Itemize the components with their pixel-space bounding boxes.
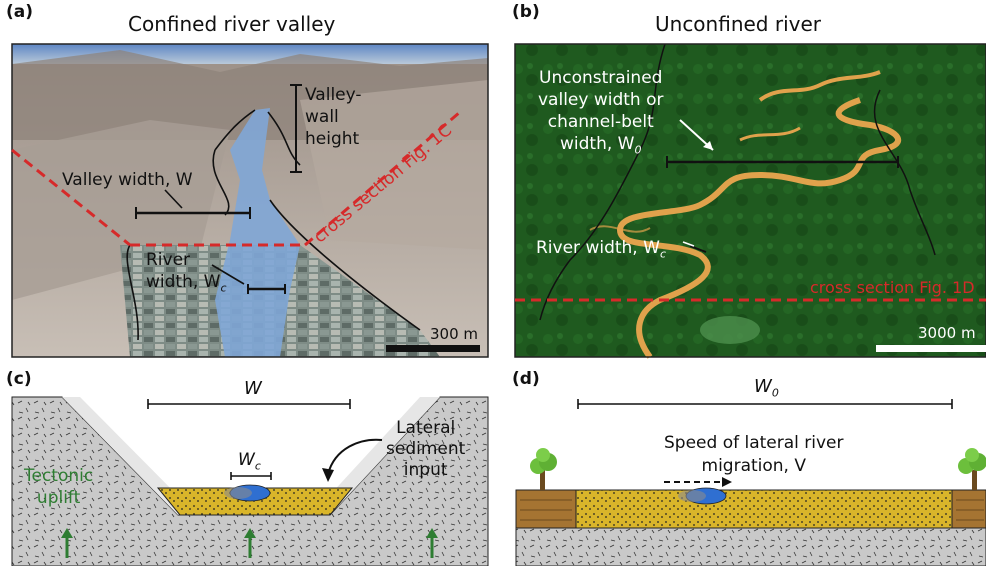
unc-line3: channel-belt [547,112,654,132]
river-width-a-sub: c [220,281,227,295]
tectonic-line1: Tectonic [24,466,94,486]
migration-speed-label: Speed of lateral river migration, V [664,432,844,478]
tectonic-uplift-label: Tectonic uplift [24,465,93,509]
c-Wc-text: W [238,450,255,470]
d-W0-text: W [754,376,772,397]
river-width-a-line1: River [146,250,191,270]
river-width-label-a: River width, Wc [146,249,227,299]
d-W0-label: W0 [754,376,779,400]
lateral-line2: sediment [386,439,466,459]
c-Wc-label: Wc [238,450,261,472]
river-width-a-line2: width, Wc [146,271,227,299]
lateral-line1: Lateral [396,418,456,438]
speed-line2: migration, V [701,456,806,476]
valley-wall-height-line3: height [305,129,360,149]
tectonic-line2: uplift [36,488,81,508]
tree-left-icon [530,448,557,490]
c-Wc-sub: c [254,459,261,473]
panel-title-b: Unconfined river [655,12,821,36]
valley-wall-height-line1: Valley- [305,85,362,105]
panel-label-c: (c) [6,369,32,389]
river-width-b-sub: c [659,247,666,261]
scale-label-b: 3000 m [918,324,976,342]
speed-line1: Speed of lateral river [664,433,844,453]
panel-label-a: (a) [6,2,34,22]
lateral-line3: input [403,460,448,480]
valley-wall-height-line2: wall [305,107,339,127]
valley-wall-height-label: Valley- wall height [305,84,362,150]
unconstrained-width-label: Unconstrained valley width or channel-be… [538,67,664,161]
tree-right-icon [958,448,986,490]
unc-line4: width, W0 [538,133,664,161]
river-width-a-text: width, W [146,272,221,292]
panel-label-d: (d) [512,369,540,389]
river-width-label-b: River width, Wc [536,238,666,260]
d-W0-sub: 0 [771,386,779,400]
unc-width-sub: 0 [634,143,642,157]
scale-label-a: 300 m [430,325,479,343]
c-W-label: W [244,378,262,399]
panel-title-a: Confined river valley [128,12,336,36]
unc-line2: valley width or [538,90,664,110]
valley-width-label: Valley width, W [62,170,193,190]
lateral-sediment-label: Lateral sediment input [386,418,465,481]
panel-label-b: (b) [512,2,540,22]
river-width-b-text: River width, W [536,238,660,258]
cross-section-label-b: cross section Fig. 1D [810,278,975,297]
unc-width-text: width, W [560,134,635,154]
unc-line1: Unconstrained [539,68,663,88]
